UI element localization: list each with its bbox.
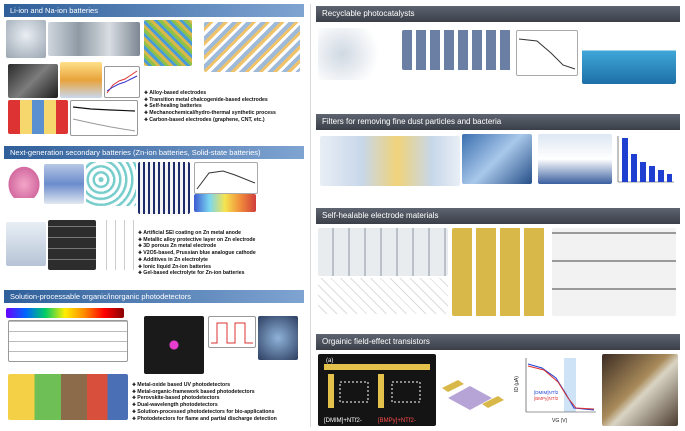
- column-divider: [310, 4, 311, 427]
- fiber-sem-figure: [462, 134, 532, 184]
- catalyst-curve-figure: [516, 30, 578, 76]
- color-map-figure: [194, 194, 256, 212]
- healing-molecules-figure: [318, 278, 448, 314]
- cycling-grid-figure: [98, 220, 136, 270]
- cell-schematic-figure: [8, 100, 68, 134]
- ofet-label-dmim: [DMIM]+NTf2-: [324, 418, 362, 424]
- ofet-panel: Orgainic field-effect transistors (a) [D…: [316, 334, 680, 429]
- filters-title: Filters for removing fine dust particles…: [316, 114, 680, 130]
- self-healable-panel: Self-healable electrode materials: [316, 208, 680, 318]
- voltage-curve-icon: [106, 70, 138, 94]
- bullet-item: Perovskite-based photodetectors: [132, 395, 277, 402]
- self-healable-title: Self-healable electrode materials: [316, 208, 680, 224]
- deposition-figure: [44, 164, 84, 204]
- bullet-item: Metallic alloy protective layer on Zn el…: [138, 237, 256, 244]
- transfer-curve-figure: [DMIM]NTf2 [BMPy]NTf2 VG (V) ID (μA): [512, 354, 598, 426]
- filter-diagram-figure: [320, 136, 460, 186]
- cycling-curve-icon: [72, 106, 136, 132]
- detector-photo-figure: [258, 316, 298, 360]
- transistor-3d-figure: [440, 358, 506, 422]
- li-na-ion-title: Li-ion and Na-ion batteries: [4, 4, 304, 17]
- ofet-electrode-diagram: (a) [DMIM]+NTf2- [BMPy]+NTf2-: [324, 358, 430, 424]
- ofet-electrode-figure: (a) [DMIM]+NTf2- [BMPy]+NTf2-: [318, 354, 436, 426]
- water-treatment-figure: [582, 28, 676, 84]
- legend-bmpy: [BMPy]NTf2: [534, 396, 559, 401]
- next-gen-batteries-bullets: Artificial SEI coating on Zn metal anode…: [138, 230, 256, 277]
- bullet-item: Ionic liquid Zn-ion batteries: [138, 264, 256, 271]
- electrode-diagram-figure: [60, 62, 102, 98]
- bullet-item: Self-healing batteries: [144, 103, 276, 110]
- bullet-item: Carbon-based electrodes (graphene, CNT, …: [144, 117, 276, 124]
- y-axis-label: ID (μA): [514, 376, 520, 392]
- catalyst-sem-figure: [402, 30, 512, 70]
- bullet-item: V2O5-based, Prussian blue analogue catho…: [138, 250, 255, 257]
- bullet-item: Artificial SEI coating on Zn metal anode: [138, 230, 256, 237]
- cell-device-figure: [6, 222, 46, 266]
- photodetectors-bullets: Metal-oxide based UV photodetectors Meta…: [132, 382, 277, 422]
- gold-electrodes-figure: [452, 228, 548, 316]
- bullet-item: Metal-organic-framework based photodetec…: [132, 389, 277, 396]
- filters-panel: Filters for removing fine dust particles…: [316, 114, 680, 190]
- bullet-item: Solution-processed photodetectors for bi…: [132, 409, 277, 416]
- battery-coin-cell-figure: [6, 20, 46, 58]
- bullet-item: Gel-based electrolyte for Zn-ion batteri…: [138, 270, 256, 277]
- photoresponse-plot-figure: [208, 316, 256, 348]
- bullet-item: 3D porous Zn metal electrode: [138, 243, 256, 250]
- light-spectrum-figure: [6, 308, 124, 318]
- bullet-item: Alloy-based electrodes: [144, 90, 276, 97]
- next-gen-batteries-title: Next-generation secondary batteries (Zn-…: [4, 146, 304, 159]
- coating-process-figure: [6, 164, 42, 198]
- voltage-profile-figure: [104, 66, 140, 98]
- electrode-process-figure: [48, 22, 140, 56]
- lattice-figure: [204, 22, 300, 72]
- application-collage-figure: [8, 374, 128, 420]
- bullet-item: Metal-oxide based UV photodetectors: [132, 382, 277, 389]
- degradation-curve-icon: [518, 38, 576, 70]
- device-array-photo-figure: [602, 354, 678, 426]
- healing-vials-figure: [318, 228, 448, 276]
- photodetectors-panel: Solution-processable organic/inorganic p…: [4, 290, 304, 427]
- bullet-item: Photodetectors for flame and partial dis…: [132, 416, 277, 423]
- bullet-item: Additives in Zn electrolyte: [138, 257, 256, 264]
- filter-test-photo-figure: [538, 134, 612, 184]
- ofet-label-a: (a): [326, 358, 333, 364]
- legend-dmim: [DMIM]NTf2: [534, 390, 559, 395]
- device-table-figure: [8, 320, 128, 362]
- transistor-3d-diagram: [442, 380, 504, 410]
- photodetector-setup-figure: [144, 316, 204, 374]
- x-axis-label: VG (V): [552, 418, 568, 424]
- bullet-item: Dual-wavelength photodetectors: [132, 402, 277, 409]
- photocatalysts-title: Recyclable photocatalysts: [316, 6, 680, 22]
- bullet-item: Transition metal chalcogenide-based elec…: [144, 97, 276, 104]
- ofet-title: Orgainic field-effect transistors: [316, 334, 680, 350]
- spectrum-figure: [138, 162, 190, 214]
- circuit-patterns-figure: [552, 228, 676, 316]
- filtration-bars-icon: [617, 136, 674, 183]
- li-na-ion-bullets: Alloy-based electrodes Transition metal …: [144, 90, 276, 124]
- sem-images-figure: [8, 64, 58, 98]
- cycling-plot-figure: [70, 100, 138, 136]
- photoresponse-curve-icon: [211, 322, 253, 344]
- molecule-figure: [86, 162, 136, 206]
- photodetectors-title: Solution-processable organic/inorganic p…: [4, 290, 304, 303]
- catalyst-synthesis-figure: [318, 28, 398, 80]
- ofet-label-bmpy: [BMPy]+NTf2-: [378, 418, 416, 424]
- impedance-curve-icon: [196, 170, 256, 190]
- next-gen-batteries-panel: Next-generation secondary batteries (Zn-…: [4, 146, 304, 282]
- sem-grid-figure: [48, 220, 96, 270]
- transfer-curve-chart: [DMIM]NTf2 [BMPy]NTf2 VG (V) ID (μA): [514, 358, 596, 424]
- bullet-item: Mechanochemical/hydro-thermal synthetic …: [144, 110, 276, 117]
- li-na-ion-panel: Li-ion and Na-ion batteries Alloy-based …: [4, 4, 304, 140]
- crystal-structure-figure: [144, 20, 192, 66]
- impedance-plot-figure: [194, 162, 258, 194]
- filtration-bar-chart-figure: [614, 132, 676, 188]
- photocatalysts-panel: Recyclable photocatalysts: [316, 6, 680, 92]
